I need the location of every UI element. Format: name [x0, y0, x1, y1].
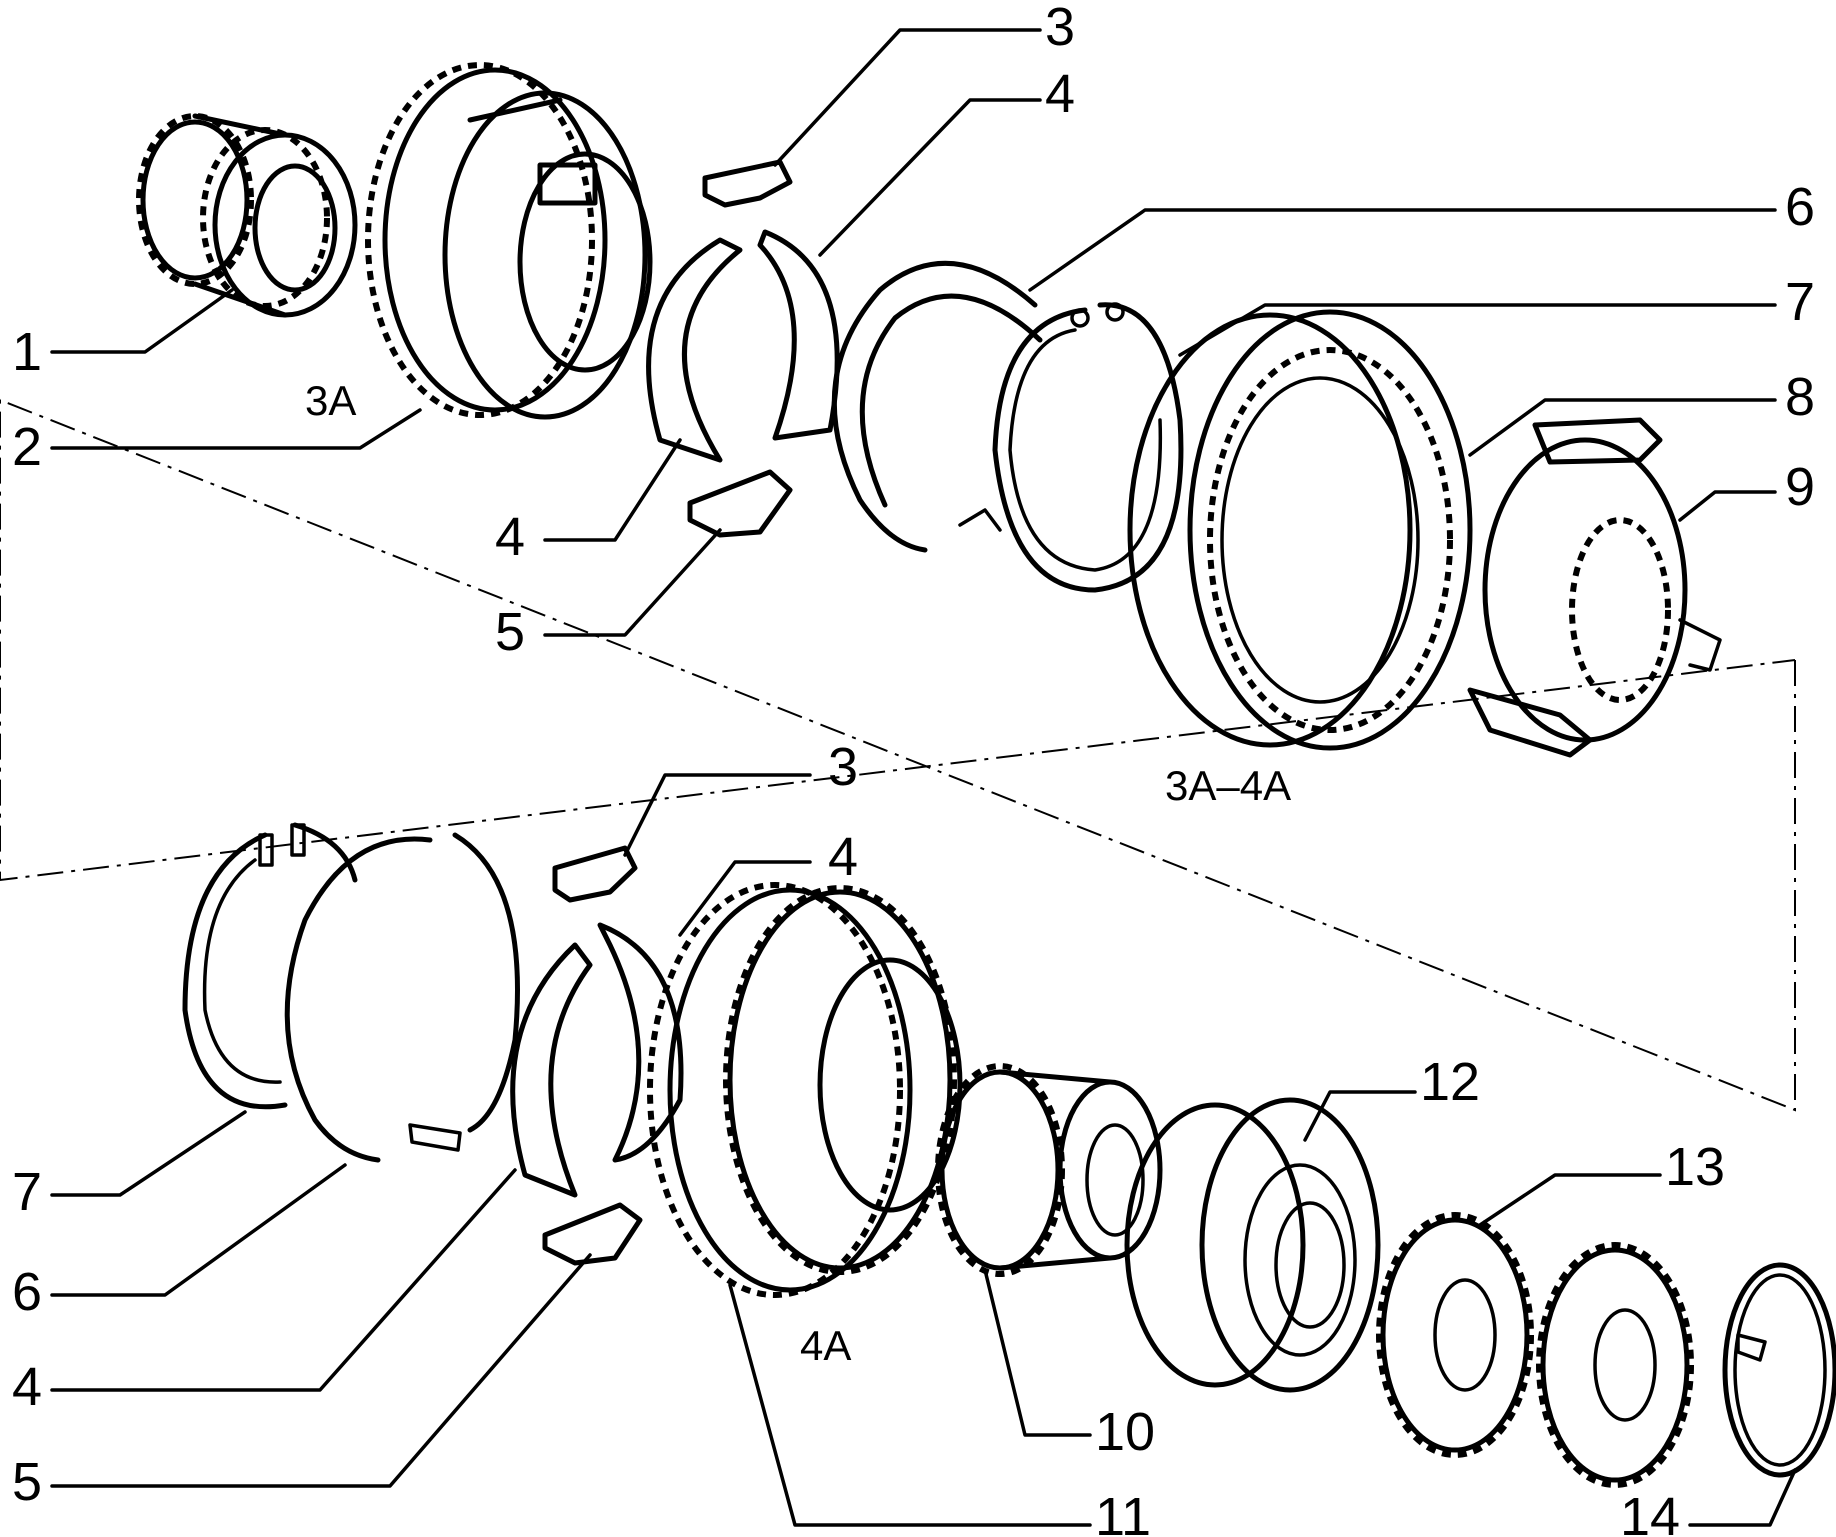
- part-5-synchro-key-bottom: [542, 1202, 643, 1266]
- callout-6-top: 6: [1785, 177, 1815, 237]
- group-label-synchro-3-4: 3A–4A: [1165, 762, 1291, 809]
- assembly-axis-line: [0, 398, 1796, 1112]
- callout-6-bottom: 6: [12, 1262, 42, 1322]
- part-2-third-speed-gear: [365, 62, 653, 420]
- part-5-synchro-key-top: [687, 469, 793, 538]
- part-9-synchro-hub: [1467, 417, 1722, 758]
- part-4-synchro-segments-bottom: [510, 922, 684, 1198]
- leader-11: [728, 1283, 1092, 1527]
- leader-4b: [543, 438, 682, 542]
- callout-5-top: 5: [495, 602, 525, 662]
- leader-2: [50, 408, 422, 450]
- leader-6a: [1028, 208, 1777, 292]
- part-7-snap-ring-top: [992, 302, 1184, 593]
- callout-13: 13: [1665, 1137, 1725, 1197]
- part-13-seal-rings: [1376, 1212, 1694, 1488]
- leader-1: [50, 288, 234, 354]
- callout-4-bottom-right: 4: [828, 827, 858, 887]
- leader-9: [1678, 490, 1777, 522]
- part-8-sliding-sleeve: [1127, 309, 1473, 751]
- callout-10: 10: [1095, 1402, 1155, 1462]
- callout-4-top-left: 4: [495, 507, 525, 567]
- callout-14: 14: [1620, 1487, 1680, 1537]
- leader-6b: [50, 1163, 347, 1297]
- part-10-splined-bush: [935, 1063, 1163, 1277]
- leader-7a: [1178, 303, 1777, 357]
- part-3-synchro-key-top: [702, 159, 793, 208]
- part-4-synchro-segments-top: [646, 229, 840, 463]
- part-11-fourth-speed-gear: [647, 882, 963, 1298]
- part-3-synchro-key-bottom: [552, 845, 638, 903]
- callout-3-top: 3: [1045, 0, 1075, 57]
- leader-4a: [818, 98, 1042, 257]
- callout-3-bottom: 3: [828, 737, 858, 797]
- callout-5-bottom: 5: [12, 1452, 42, 1512]
- leader-14: [1688, 1468, 1797, 1527]
- leader-4d: [50, 1168, 517, 1392]
- leader-7b: [50, 1110, 247, 1197]
- callout-2: 2: [12, 417, 42, 477]
- part-6-synchro-ring-top: [831, 260, 1043, 553]
- group-label-third-gear: 3A: [305, 377, 356, 424]
- leader-10: [983, 1268, 1092, 1437]
- callout-7-top: 7: [1785, 272, 1815, 332]
- callout-4-top-right: 4: [1045, 64, 1075, 124]
- leader-5b: [50, 1253, 592, 1488]
- part-7-snap-ring-bottom: [182, 822, 358, 1110]
- part-1-splined-hub: [136, 113, 358, 318]
- callout-4-bottom-left: 4: [12, 1357, 42, 1417]
- part-12-ball-bearing: [1124, 1097, 1381, 1393]
- group-label-fourth-gear: 4A: [800, 1322, 851, 1369]
- part-6-synchro-ring-bottom: [284, 832, 520, 1163]
- leader-3a: [773, 28, 1042, 167]
- leader-4c: [678, 860, 812, 937]
- leader-3b: [623, 773, 812, 857]
- part-14-circlip: [1722, 1262, 1836, 1478]
- callout-8: 8: [1785, 367, 1815, 427]
- callout-9: 9: [1785, 457, 1815, 517]
- leader-12: [1303, 1090, 1417, 1142]
- leader-8: [1468, 398, 1777, 457]
- callout-11: 11: [1095, 1487, 1151, 1537]
- callout-12: 12: [1420, 1052, 1480, 1112]
- callout-1: 1: [12, 322, 42, 382]
- leader-13: [1478, 1173, 1662, 1227]
- leader-5a: [543, 528, 722, 637]
- callout-7-bottom: 7: [12, 1162, 42, 1222]
